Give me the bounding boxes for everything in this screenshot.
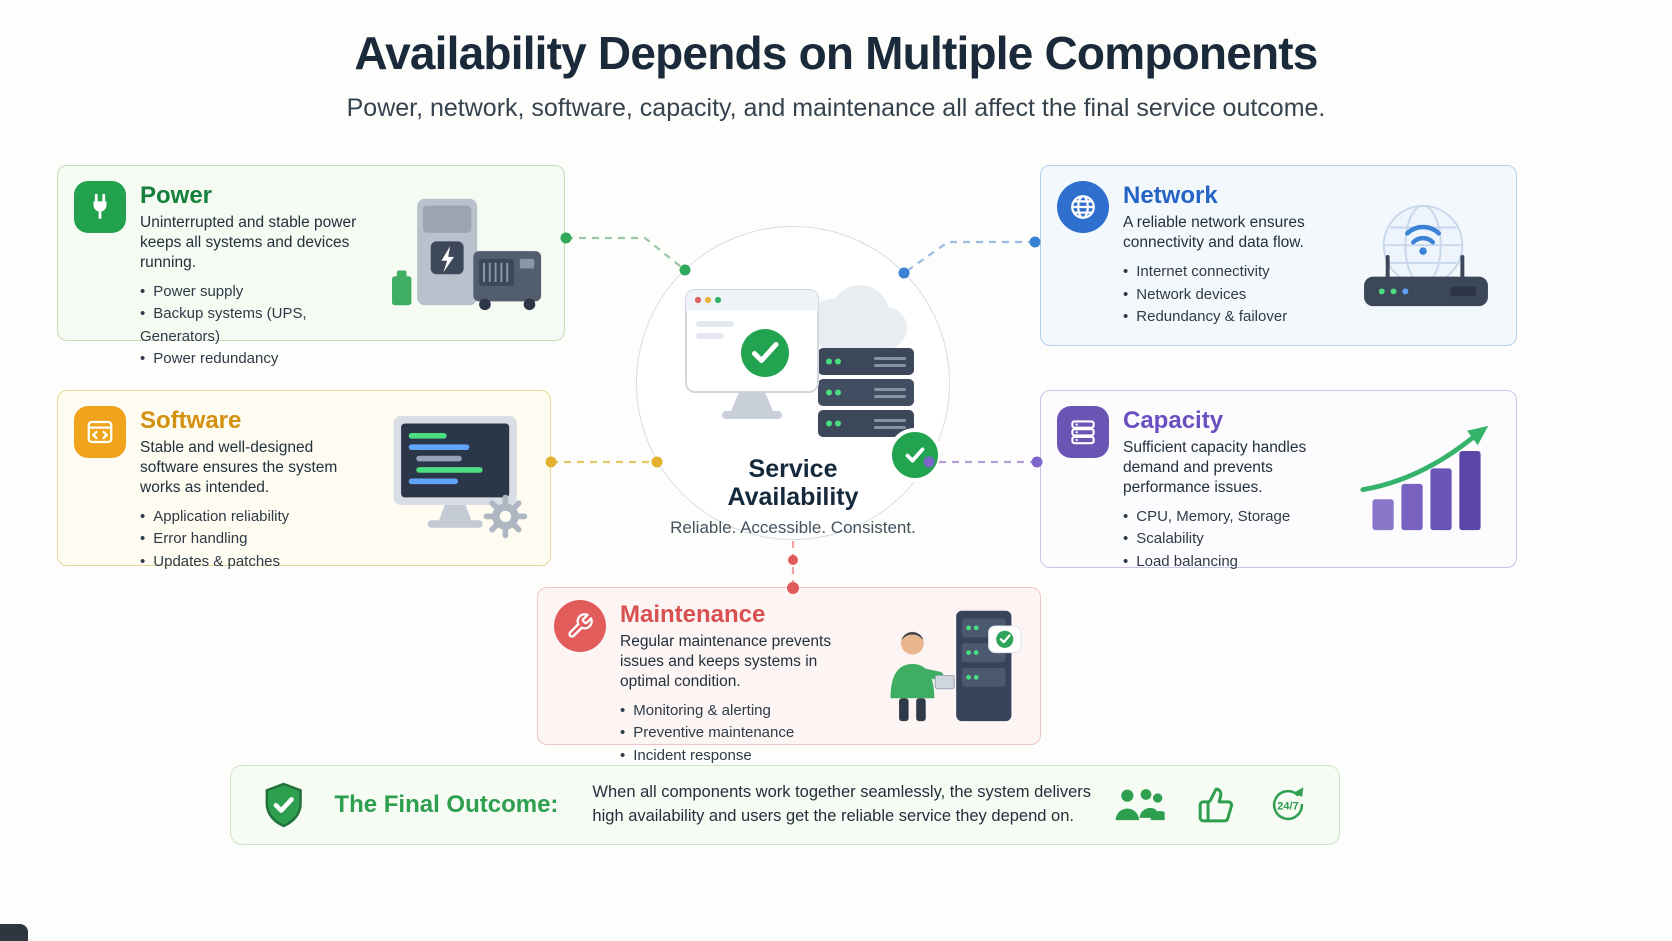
network-icon-badge (1057, 181, 1109, 233)
network-bullet-3: Redundancy & failover (1123, 306, 1338, 329)
maintenance-bullet-1: Monitoring & alerting (620, 700, 862, 723)
users-icon (1115, 789, 1165, 821)
network-bullet-1: Internet connectivity (1123, 261, 1338, 284)
availability-check-badge (888, 428, 942, 482)
maintenance-card-description: Regular maintenance prevents issues and … (620, 633, 832, 691)
maintenance-bullet-3: Incident response (620, 745, 862, 768)
maintenance-icon-badge (554, 600, 606, 652)
check-icon (905, 447, 925, 463)
capacity-card: Capacity Sufficient capacity handles dem… (1040, 390, 1517, 570)
capacity-card-title: Capacity (1123, 407, 1224, 434)
capacity-icon-badge (1057, 406, 1109, 458)
center-tagline: Reliable. Accessible. Consistent. (670, 518, 916, 537)
final-outcome-title: The Final Outcome: (334, 791, 559, 818)
capacity-bullet-2: Scalability (1123, 528, 1341, 551)
software-card: Software Stable and well-designed softwa… (57, 390, 551, 570)
capacity-bullet-3: Load balancing (1123, 551, 1341, 574)
power-icon-badge (74, 181, 126, 233)
outcome-icon-group: 24/7 (1111, 782, 1311, 828)
final-outcome-description: When all components work together seamle… (592, 783, 1091, 825)
badge-24-7-label: 24/7 (1277, 800, 1298, 812)
shield-check-icon (265, 782, 302, 828)
monitor-illustration (685, 289, 819, 419)
network-illustration (1352, 198, 1500, 314)
cloud-shape (807, 285, 907, 350)
software-bullet-1: Application reliability (140, 506, 368, 529)
software-card-description: Stable and well-designed software ensure… (140, 439, 338, 497)
globe-icon (1071, 195, 1095, 219)
server-stack-icon (1071, 420, 1095, 445)
software-bullet-2: Error handling (140, 528, 368, 551)
center-title: Service Availability (727, 455, 859, 511)
capacity-card-description: Sufficient capacity handles demand and p… (1123, 439, 1307, 497)
power-card-title: Power (140, 182, 213, 209)
capacity-illustration (1355, 424, 1500, 535)
gear-icon (483, 494, 528, 539)
power-card-description: Uninterrupted and stable power keeps all… (140, 214, 357, 272)
code-window-icon (87, 420, 113, 444)
bottom-left-corner-shape (0, 924, 28, 941)
software-icon-badge (74, 406, 126, 458)
page-title: Availability Depends on Multiple Compone… (354, 27, 1318, 79)
network-card-description: A reliable network ensures connectivity … (1123, 214, 1305, 252)
maintenance-bullet-2: Preventive maintenance (620, 722, 862, 745)
capacity-bullet-1: CPU, Memory, Storage (1123, 506, 1341, 529)
power-bullet-2: Backup systems (UPS, Generators) (140, 303, 374, 348)
center-illustration (685, 285, 914, 437)
maintenance-card-title: Maintenance (620, 601, 766, 628)
network-card: Network A reliable network ensures conne… (1040, 165, 1517, 346)
software-card-title: Software (140, 407, 242, 434)
plug-icon (93, 193, 107, 219)
final-outcome-bar: The Final Outcome: When all components w… (230, 765, 1340, 845)
thumbs-up-icon (1198, 787, 1234, 823)
24-7-cycle-icon: 24/7 (1272, 787, 1304, 821)
software-illustration (382, 414, 534, 542)
software-bullet-3: Updates & patches (140, 551, 368, 574)
power-bullet-3: Power redundancy (140, 348, 374, 371)
network-card-title: Network (1123, 182, 1218, 209)
power-bullet-1: Power supply (140, 281, 374, 304)
page-subtitle: Power, network, software, capacity, and … (346, 94, 1326, 122)
power-illustration (388, 193, 548, 314)
maintenance-illustration (876, 605, 1024, 724)
page-header: Availability Depends on Multiple Compone… (0, 26, 1672, 123)
power-card: Power Uninterrupted and stable power kee… (57, 165, 565, 367)
maintenance-card: Maintenance Regular maintenance prevents… (537, 587, 1041, 764)
network-bullet-2: Network devices (1123, 284, 1338, 307)
server-stack-illustration (818, 348, 914, 437)
wrench-icon (568, 613, 593, 638)
